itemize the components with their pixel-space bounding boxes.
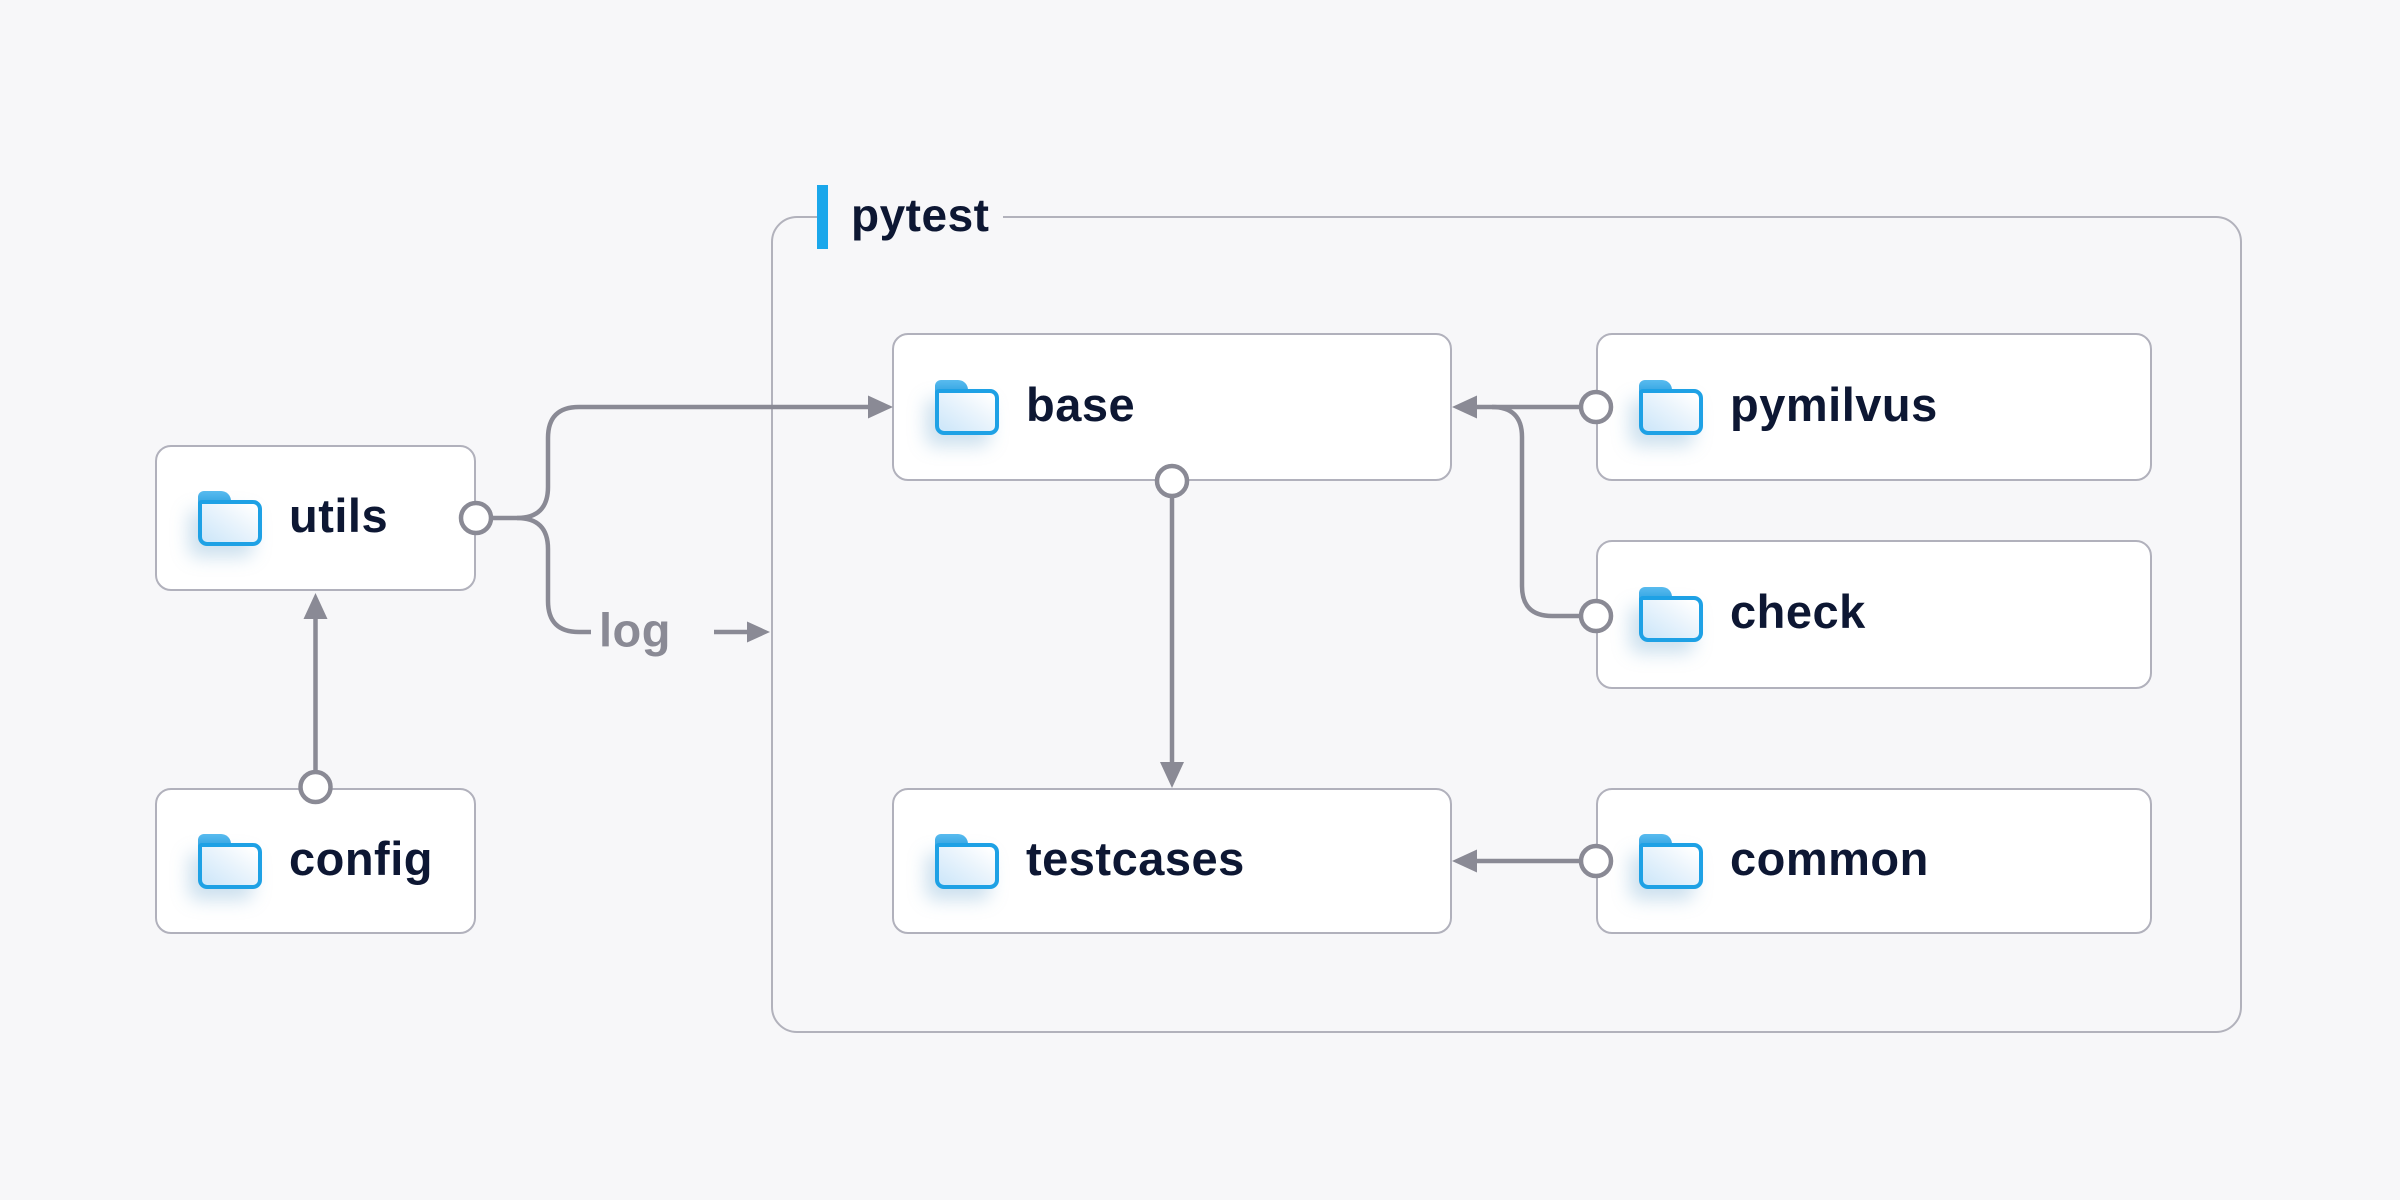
node-label: utils bbox=[289, 488, 389, 542]
arrowhead-up-icon bbox=[303, 593, 328, 619]
node-label: config bbox=[289, 831, 433, 885]
arrowhead-right-icon bbox=[747, 621, 770, 643]
node-check: check bbox=[1596, 540, 2152, 689]
folder-icon bbox=[1639, 833, 1703, 889]
edge-label-log: log bbox=[599, 603, 671, 657]
node-label: base bbox=[1026, 377, 1136, 431]
node-common: common bbox=[1596, 788, 2152, 934]
folder-icon bbox=[935, 379, 999, 435]
node-label: check bbox=[1730, 585, 1866, 638]
folder-icon bbox=[198, 833, 262, 889]
node-label: testcases bbox=[1026, 831, 1245, 885]
folder-icon bbox=[1639, 587, 1703, 642]
folder-icon bbox=[1639, 379, 1703, 435]
node-pymilvus: pymilvus bbox=[1596, 333, 2152, 481]
node-label: pymilvus bbox=[1730, 377, 1938, 431]
node-config: config bbox=[155, 788, 476, 934]
folder-icon bbox=[935, 833, 999, 889]
pytest-group-label: pytest bbox=[817, 185, 1004, 249]
edge-config-to-utils bbox=[298, 593, 333, 805]
folder-icon bbox=[198, 490, 262, 546]
node-utils: utils bbox=[155, 445, 476, 591]
accent-bar-icon bbox=[817, 185, 828, 249]
node-testcases: testcases bbox=[892, 788, 1452, 934]
pytest-group: pytest bbox=[771, 185, 2242, 1033]
group-title: pytest bbox=[851, 189, 990, 241]
node-base: base bbox=[892, 333, 1452, 481]
node-label: common bbox=[1730, 831, 1929, 885]
